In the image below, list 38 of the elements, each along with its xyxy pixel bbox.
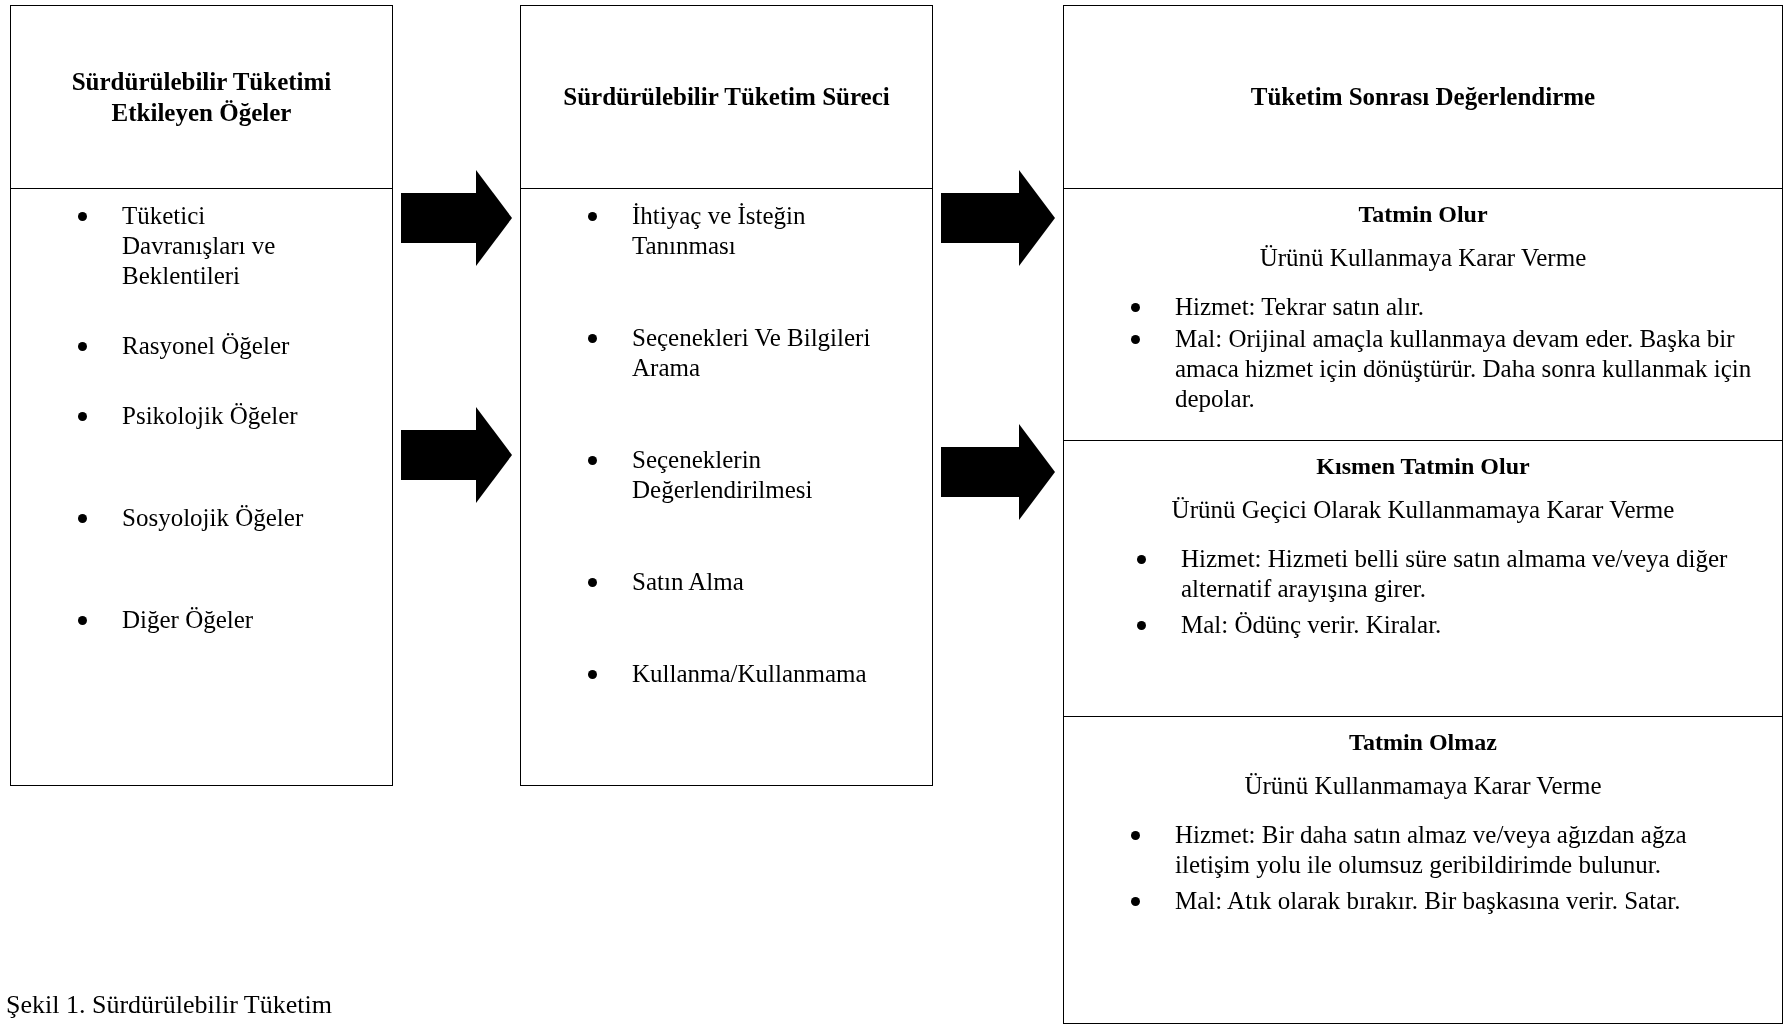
heading-text: Tatmin Olur bbox=[1357, 201, 1489, 228]
block-arrow bbox=[401, 407, 512, 503]
heading-text: Tatmin Olmaz bbox=[1348, 729, 1498, 756]
block-arrow bbox=[401, 170, 512, 266]
bullet-item: Hizmet: Hizmeti belli süre satın almama ve/veya diğer alternatif arayışına girer. bbox=[1181, 544, 1762, 604]
bullet-item: Mal: Orijinal amaçla kullanmaya devam eder. Başka bir amaca hizmet için dönüştürür. Daha sonra kullanmak için depolar. bbox=[1175, 324, 1762, 414]
column-header-cell bbox=[520, 5, 933, 189]
heading-text: Kısmen Tatmin Olur bbox=[1315, 453, 1531, 480]
header-text: Sürdürülebilir Tüketim Süreci bbox=[562, 82, 891, 113]
bullet-item: Mal: Atık olarak bırakır. Bir başkasına verir. Satar. bbox=[1175, 886, 1762, 916]
list-panel bbox=[520, 188, 933, 786]
bullet-item: İhtiyaç ve İsteğin Tanınması bbox=[632, 201, 882, 261]
header-text: Sürdürülebilir Tüketimi Etkileyen Öğeler bbox=[70, 66, 333, 128]
bullet-item: Diğer Öğeler bbox=[122, 605, 322, 635]
outcome-panel bbox=[1063, 440, 1783, 717]
bullet-item: Sosyolojik Öğeler bbox=[122, 503, 322, 533]
bullet-item: Hizmet: Tekrar satın alır. bbox=[1175, 292, 1762, 322]
block-arrow bbox=[941, 424, 1055, 520]
bullet-item: Mal: Ödünç verir. Kiralar. bbox=[1181, 610, 1762, 640]
bullet-item: Rasyonel Öğeler bbox=[122, 331, 322, 361]
bullet-item: Seçenekleri Ve Bilgileri Arama bbox=[632, 323, 882, 383]
figure-caption: Şekil 1. Sürdürülebilir Tüketim bbox=[6, 990, 332, 1020]
list-panel bbox=[10, 188, 393, 786]
subheading-text: Ürünü Kullanmaya Karar Verme bbox=[1258, 244, 1588, 272]
bullet-item: Psikolojik Öğeler bbox=[122, 401, 322, 431]
outcome-panel bbox=[1063, 716, 1783, 1024]
header-text: Tüketim Sonrası Değerlendirme bbox=[1249, 82, 1597, 113]
bullet-item: Hizmet: Bir daha satın almaz ve/veya ağızdan ağza iletişim yolu ile olumsuz geribildirimde bulunur. bbox=[1175, 820, 1762, 880]
bullet-item: Seçeneklerin Değerlendirilmesi bbox=[632, 445, 882, 505]
column-header-cell bbox=[1063, 5, 1783, 189]
column-header-cell bbox=[10, 5, 393, 189]
block-arrow bbox=[941, 170, 1055, 266]
bullet-item: Tüketici Davranışları ve Beklentileri bbox=[122, 201, 322, 291]
subheading-text: Ürünü Kullanmamaya Karar Verme bbox=[1243, 772, 1603, 800]
bullet-item: Kullanma/Kullanmama bbox=[632, 659, 882, 689]
outcome-panel bbox=[1063, 188, 1783, 441]
bullet-item: Satın Alma bbox=[632, 567, 882, 597]
subheading-text: Ürünü Geçici Olarak Kullanmamaya Karar Verme bbox=[1170, 496, 1676, 524]
